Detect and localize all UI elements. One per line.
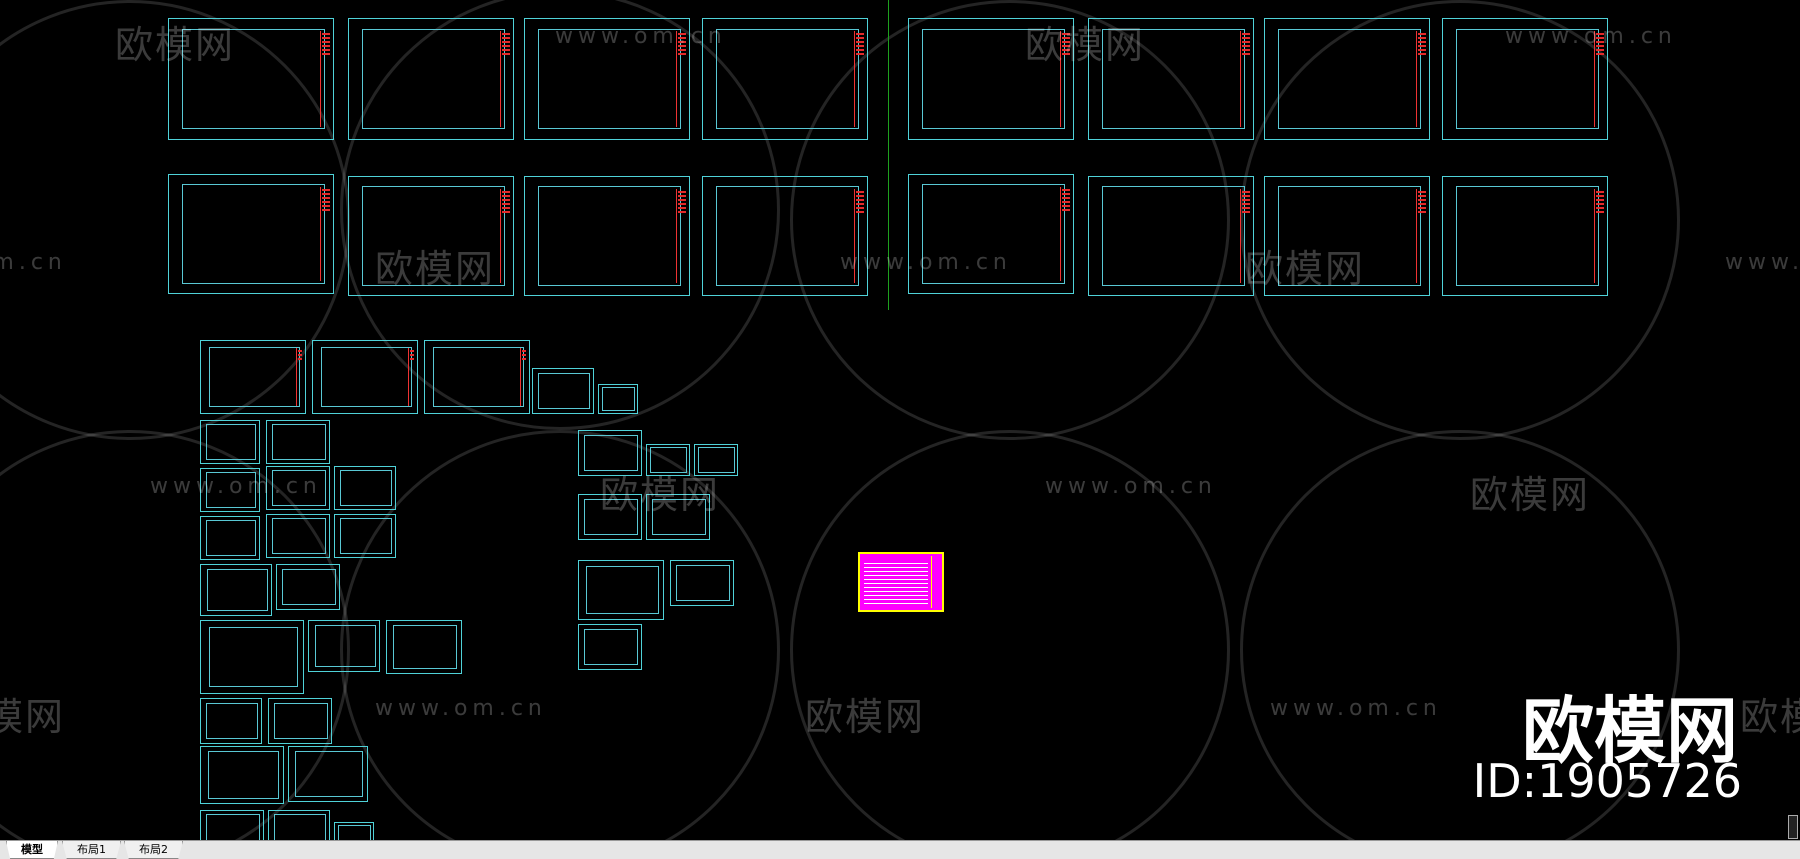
detail-sheet[interactable] xyxy=(386,620,462,674)
watermark-brand: 欧模网 xyxy=(1025,23,1146,67)
floor-plan-sheet[interactable] xyxy=(348,18,514,140)
detail-sheet[interactable] xyxy=(200,564,272,616)
floor-plan-sheet[interactable] xyxy=(1442,18,1608,140)
watermark-circle xyxy=(1240,430,1680,840)
detail-sheet[interactable] xyxy=(694,444,738,476)
detail-sheet[interactable] xyxy=(200,420,260,464)
watermark-url: www.om.cn xyxy=(1725,250,1800,275)
detail-sheet[interactable] xyxy=(334,822,374,840)
detail-sheet[interactable] xyxy=(334,514,396,558)
detail-sheet[interactable] xyxy=(200,468,260,512)
detail-sheet[interactable] xyxy=(276,564,340,610)
floor-plan-sheet[interactable] xyxy=(348,176,514,296)
watermark-brand: 欧模网 xyxy=(1740,695,1800,739)
drawing-index-table[interactable] xyxy=(858,552,944,612)
detail-sheet[interactable] xyxy=(578,494,642,540)
watermark-brand: 欧模网 xyxy=(0,695,66,739)
floor-plan-sheet[interactable] xyxy=(1442,176,1608,296)
detail-sheet[interactable] xyxy=(578,560,664,620)
detail-sheet[interactable] xyxy=(200,516,260,560)
detail-sheet[interactable] xyxy=(266,466,330,510)
watermark-circle xyxy=(340,430,780,840)
scroll-handle[interactable] xyxy=(1788,815,1798,839)
detail-sheet[interactable] xyxy=(200,810,264,840)
watermark-brand: 欧模网 xyxy=(1245,247,1366,291)
floor-plan-sheet[interactable] xyxy=(1088,18,1254,140)
detail-sheet[interactable] xyxy=(646,444,690,476)
watermark-brand: 欧模网 xyxy=(1470,473,1591,517)
watermark-brand: 欧模网 xyxy=(375,247,496,291)
watermark-brand: 欧模网 xyxy=(805,695,926,739)
watermark-url: www.om.cn xyxy=(0,250,67,275)
elevation-sheet[interactable] xyxy=(200,340,306,414)
layout-tab-bar: 模型 布局1 布局2 xyxy=(0,840,1800,859)
elevation-sheet[interactable] xyxy=(312,340,418,414)
watermark-url: www.om.cn xyxy=(375,696,547,721)
watermark-circle xyxy=(340,0,780,430)
floor-plan-sheet[interactable] xyxy=(1264,176,1430,296)
watermark-brand: 欧模网 xyxy=(115,23,236,67)
detail-sheet[interactable] xyxy=(266,420,330,464)
floor-plan-sheet[interactable] xyxy=(702,18,868,140)
detail-sheet[interactable] xyxy=(334,466,396,510)
floor-plan-sheet[interactable] xyxy=(168,18,334,140)
site-logo: 欧模网 xyxy=(1521,689,1738,773)
tab-model[interactable]: 模型 xyxy=(6,841,58,859)
floor-plan-sheet[interactable] xyxy=(908,174,1074,294)
detail-sheet[interactable] xyxy=(268,810,330,840)
detail-sheet[interactable] xyxy=(308,620,380,672)
elevation-sheet[interactable] xyxy=(532,368,594,414)
ucs-axis-line xyxy=(888,0,889,310)
watermark-url: www.om.cn xyxy=(555,24,727,49)
watermark-url: www.om.cn xyxy=(1045,474,1217,499)
watermark-url: www.om.cn xyxy=(150,474,322,499)
floor-plan-sheet[interactable] xyxy=(1088,176,1254,296)
floor-plan-sheet[interactable] xyxy=(908,18,1074,140)
floor-plan-sheet[interactable] xyxy=(168,174,334,294)
detail-sheet[interactable] xyxy=(646,494,710,540)
detail-sheet[interactable] xyxy=(268,698,332,744)
detail-sheet[interactable] xyxy=(288,746,368,802)
floor-plan-sheet[interactable] xyxy=(524,176,690,296)
watermark-url: www.om.cn xyxy=(840,250,1012,275)
detail-sheet[interactable] xyxy=(670,560,734,606)
watermark-circle xyxy=(790,430,1230,840)
model-id-label: ID:1905726 xyxy=(1472,754,1742,808)
tab-layout-1[interactable]: 布局1 xyxy=(62,841,121,859)
detail-sheet[interactable] xyxy=(200,620,304,694)
elevation-sheet[interactable] xyxy=(598,384,638,414)
tab-layout-2[interactable]: 布局2 xyxy=(124,841,183,859)
detail-sheet[interactable] xyxy=(578,624,642,670)
floor-plan-sheet[interactable] xyxy=(524,18,690,140)
detail-sheet[interactable] xyxy=(200,746,284,804)
floor-plan-sheet[interactable] xyxy=(702,176,868,296)
detail-sheet[interactable] xyxy=(578,430,642,476)
watermark-brand: 欧模网 xyxy=(600,473,721,517)
floor-plan-sheet[interactable] xyxy=(1264,18,1430,140)
detail-sheet[interactable] xyxy=(266,514,330,558)
elevation-sheet[interactable] xyxy=(424,340,530,414)
watermark-url: www.om.cn xyxy=(1505,24,1677,49)
watermark-url: www.om.cn xyxy=(1270,696,1442,721)
detail-sheet[interactable] xyxy=(200,698,262,744)
cad-model-space[interactable]: 欧模网 欧模网 www.om.cn www.om.cn www.om.cn 欧模… xyxy=(0,0,1800,840)
